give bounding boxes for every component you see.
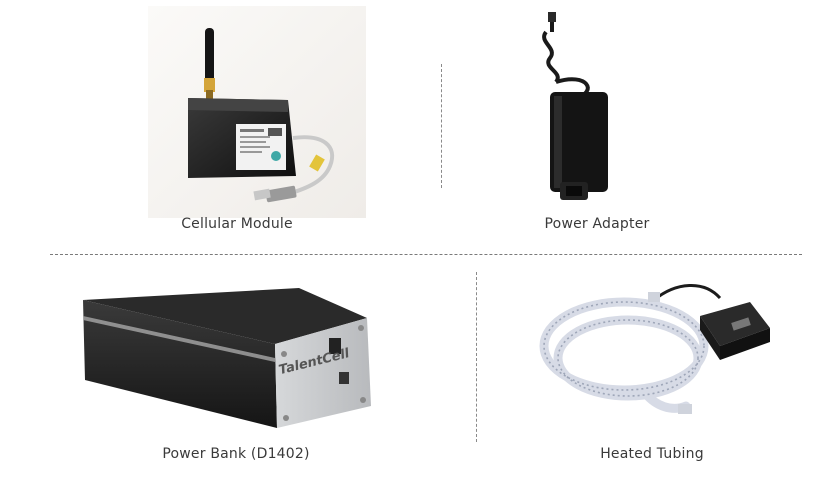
divider-vertical-bottom bbox=[476, 272, 477, 442]
cellular-module-photo bbox=[148, 6, 366, 218]
cellular-module-caption: Cellular Module bbox=[181, 216, 293, 232]
divider-vertical-top bbox=[441, 64, 442, 188]
divider-horizontal bbox=[50, 254, 802, 255]
power-adapter-caption: Power Adapter bbox=[544, 216, 650, 232]
heated-tubing-photo bbox=[536, 276, 776, 426]
heated-tubing-caption: Heated Tubing bbox=[600, 446, 704, 462]
power-adapter-photo bbox=[528, 12, 620, 202]
power-bank-caption: Power Bank (D1402) bbox=[162, 446, 310, 462]
power-bank-photo: TalentCell bbox=[67, 278, 385, 436]
